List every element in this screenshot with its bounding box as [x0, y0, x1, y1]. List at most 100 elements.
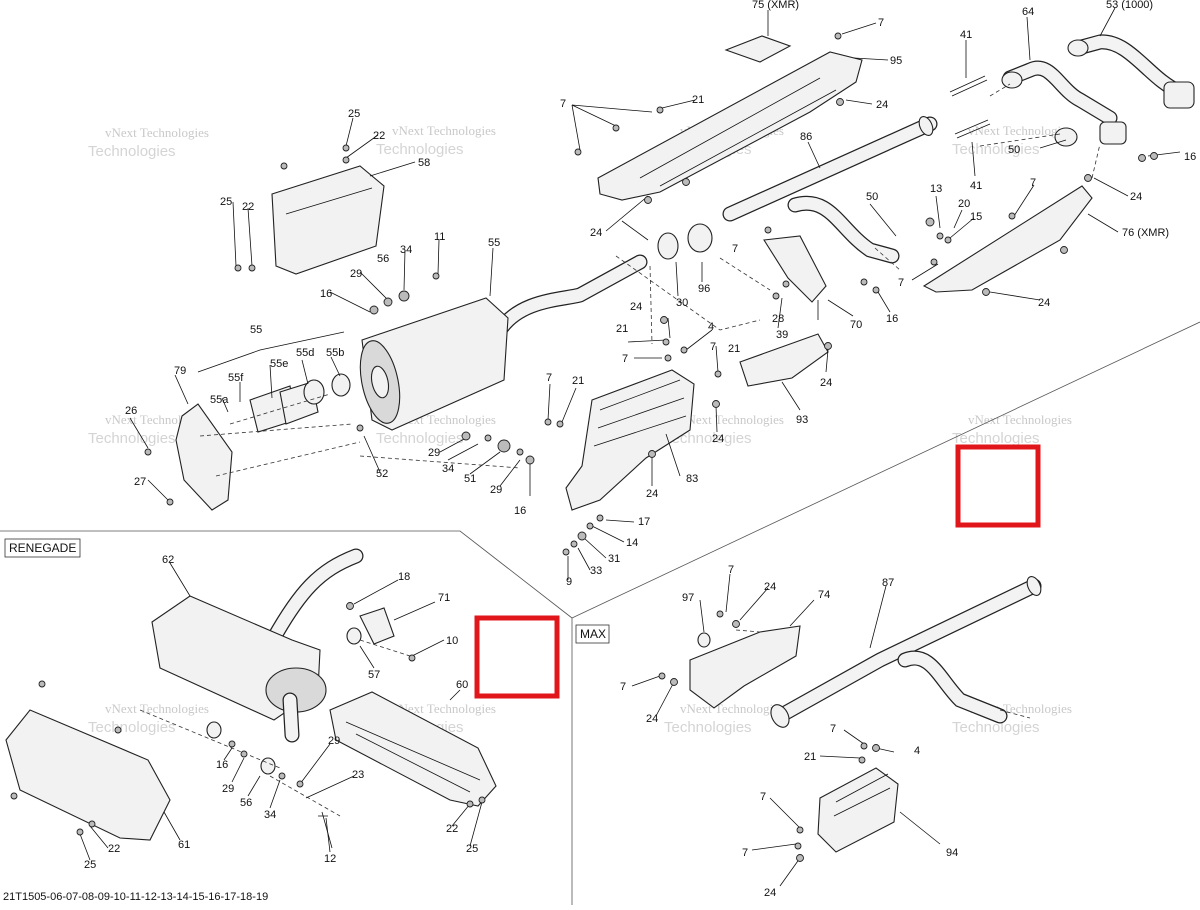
callout-16c: 16 — [514, 505, 526, 517]
washer — [240, 750, 248, 758]
bolt — [356, 424, 364, 432]
nut — [836, 98, 844, 106]
callout-21d: 21 — [572, 375, 584, 387]
watermark: vNext Technologies — [105, 701, 209, 716]
bolt — [562, 548, 570, 556]
bushing — [577, 531, 587, 541]
washer — [88, 820, 96, 828]
bolt — [944, 236, 952, 244]
part-95-heat-shield — [597, 51, 863, 201]
leader-line — [965, 7, 1181, 177]
leader-line — [174, 331, 345, 413]
washer — [925, 217, 935, 227]
bolt — [860, 742, 868, 750]
part-70-bracket — [763, 235, 827, 303]
callout-24b: 24 — [590, 227, 602, 239]
watermark: Technologies — [88, 430, 176, 447]
hardware-group — [144, 32, 1158, 556]
callout-28: 28 — [772, 313, 784, 325]
nut — [648, 450, 656, 458]
callout-93: 93 — [796, 414, 808, 426]
pipe-end — [918, 115, 934, 137]
nut — [670, 678, 678, 686]
callout-7f: 7 — [732, 243, 738, 255]
part-93-shield — [739, 333, 829, 387]
watermark: vNext Technologies — [968, 412, 1072, 427]
callout-7e: 7 — [546, 372, 552, 384]
callout-83: 83 — [686, 473, 698, 485]
part-58-heat-shield — [271, 165, 385, 275]
nut — [732, 620, 740, 628]
callout-29c: 29 — [490, 484, 502, 496]
pipe-end — [1026, 575, 1042, 597]
callout-7l: 7 — [760, 791, 766, 803]
callout-21b: 21 — [616, 323, 628, 335]
bolt — [544, 418, 552, 426]
washer — [383, 297, 393, 307]
callout-55b: 55 — [250, 324, 262, 336]
callout-7i: 7 — [728, 564, 734, 576]
leader-line — [911, 177, 1129, 281]
callout-10: 10 — [446, 635, 458, 647]
pipe-end — [1067, 39, 1089, 57]
bolt — [342, 144, 350, 152]
washer — [278, 772, 286, 780]
bolt — [1008, 212, 1016, 220]
pipe-end — [770, 704, 790, 728]
callout-16d: 16 — [886, 313, 898, 325]
callout-24e: 24 — [646, 488, 658, 500]
callout-97: 97 — [682, 592, 694, 604]
callout-22d: 22 — [446, 823, 458, 835]
callout-33: 33 — [590, 565, 602, 577]
bolt — [10, 792, 18, 800]
pipe-end — [1001, 71, 1023, 89]
bolt — [76, 828, 84, 836]
callout-9: 9 — [566, 576, 572, 588]
callout-39: 39 — [776, 329, 788, 341]
callout-7j: 7 — [620, 681, 626, 693]
leader-line — [631, 675, 941, 887]
header-flange — [1163, 81, 1195, 109]
callout-24i: 24 — [764, 581, 776, 593]
callout-76: 76 (XMR) — [1122, 227, 1169, 239]
part-75-plate — [724, 35, 792, 63]
washer — [484, 434, 492, 442]
callout-29b: 29 — [428, 447, 440, 459]
bushing — [398, 290, 410, 302]
callout-87: 87 — [882, 577, 894, 589]
callout-24k: 24 — [764, 887, 776, 899]
part-41-spring — [949, 75, 988, 97]
callout-14: 14 — [626, 537, 638, 549]
callout-22a: 22 — [373, 130, 385, 142]
callout-95: 95 — [890, 55, 902, 67]
callout-96: 96 — [698, 283, 710, 295]
nut — [796, 854, 804, 862]
washer — [342, 156, 350, 164]
bolt — [764, 226, 772, 234]
nut — [1138, 154, 1146, 162]
part-12-bolt — [318, 811, 333, 849]
callout-53: 53 (1000) — [1106, 0, 1153, 11]
callout-25c: 25 — [84, 859, 96, 871]
bolt — [144, 448, 152, 456]
callout-56b: 56 — [240, 797, 252, 809]
leader-line — [567, 519, 635, 580]
nut — [644, 196, 652, 204]
part-96-sleeve — [687, 223, 713, 253]
shield-rib — [285, 187, 373, 215]
watermark: Technologies — [664, 430, 752, 447]
watermark: Technologies — [952, 430, 1040, 447]
nut — [346, 602, 354, 610]
callout-31: 31 — [608, 553, 620, 565]
outlet-pipe-fill — [283, 693, 299, 742]
part-64-header-fill — [1003, 61, 1117, 125]
watermark: vNext Technologies — [392, 123, 496, 138]
part-50-ring — [1054, 127, 1078, 147]
callout-7c: 7 — [622, 353, 628, 365]
part-60-heat-shield — [329, 691, 497, 807]
callout-55d: 55d — [296, 347, 314, 359]
callout-27: 27 — [134, 476, 146, 488]
watermark: Technologies — [664, 719, 752, 736]
nut — [824, 342, 832, 350]
